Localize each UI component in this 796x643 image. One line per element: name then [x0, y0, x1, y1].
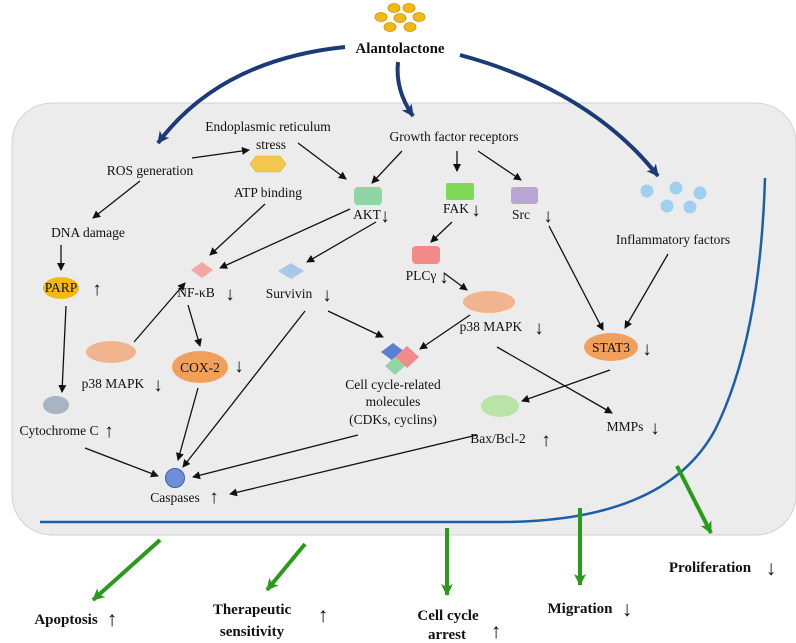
cell-cycle-molecules-icon	[381, 343, 419, 375]
outcome-cell-cycle-label-line2: arrest	[428, 627, 466, 643]
cell-cycle-molecules-label-line2: molecules	[366, 394, 421, 409]
drug-arrow-ros	[156, 45, 346, 145]
outcome-cell-cycle-up-arrow: ↑	[491, 619, 502, 643]
nfkb-down-arrow: ↓	[225, 284, 235, 305]
inflammatory-factors-icon	[640, 181, 707, 214]
p38-left-down-arrow: ↓	[153, 375, 163, 396]
cell-cycle-molecules-label-line3: (CDKs, cyclins)	[349, 412, 437, 427]
p38-right-down-arrow: ↓	[534, 318, 544, 339]
er-stress-label-line1: Endoplasmic reticulum	[205, 119, 331, 134]
mmps-label: MMPs	[607, 419, 644, 434]
bax-bcl2-icon	[481, 395, 519, 417]
nfkb-diamond-icon	[191, 262, 213, 278]
fak-icon	[446, 183, 474, 200]
caspases-up-arrow: ↑	[209, 487, 219, 508]
inflammatory-factors-label: Inflammatory factors	[616, 232, 730, 247]
plcg-down-arrow: ↓	[439, 267, 449, 288]
cytochrome-c-label: Cytochrome C	[19, 423, 98, 438]
p38-left-label: p38 MAPK	[82, 376, 145, 391]
survivin-down-arrow: ↓	[322, 285, 332, 306]
akt-down-arrow: ↓	[380, 206, 390, 227]
outcome-apoptosis-up-arrow: ↑	[107, 607, 118, 631]
outcome-apoptosis-label: Apoptosis	[34, 612, 98, 628]
plcg-icon	[412, 246, 440, 264]
cell-cycle-molecules-label-line1: Cell cycle-related	[345, 377, 441, 392]
outcome-migration-label: Migration	[548, 601, 614, 617]
cytochrome-c-up-arrow: ↑	[104, 421, 114, 442]
pathway-arrows	[57, 142, 669, 497]
caspases-icon	[165, 468, 185, 488]
stat3-label: STAT3	[592, 340, 630, 355]
alantolactone-molecule-icon	[374, 3, 426, 32]
survivin-diamond-icon	[278, 263, 304, 279]
stat3-icon	[584, 333, 638, 361]
nfkb-label: NF-κB	[177, 285, 215, 300]
alantolactone-label: Alantolactone	[355, 41, 445, 57]
akt-icon	[354, 187, 382, 205]
src-icon	[511, 187, 538, 204]
drug-arrow-inflammatory	[459, 53, 660, 178]
parp-icon	[43, 277, 79, 299]
outcome-cell-cycle-label-line1: Cell cycle	[417, 608, 479, 624]
src-down-arrow: ↓	[543, 206, 553, 227]
mmps-down-arrow: ↓	[650, 418, 660, 439]
er-stress-hexagon-icon	[249, 155, 287, 173]
outcome-proliferation-label: Proliferation	[669, 560, 752, 576]
plcg-label: PLCγ	[406, 268, 437, 283]
cox2-icon	[172, 351, 228, 383]
fak-label: FAK	[443, 201, 469, 216]
atp-binding-label: ATP binding	[234, 185, 302, 200]
fak-down-arrow: ↓	[471, 200, 481, 221]
p38-left-icon	[86, 341, 136, 363]
drug-arrow-growth-factor	[395, 61, 415, 118]
akt-label: AKT	[353, 207, 381, 222]
growth-factor-receptors-label: Growth factor receptors	[390, 129, 519, 144]
src-label: Src	[512, 207, 530, 222]
bax-bcl2-up-arrow: ↑	[541, 430, 551, 451]
dna-damage-label: DNA damage	[51, 225, 125, 240]
p38-right-label: p38 MAPK	[460, 319, 523, 334]
survivin-label: Survivin	[266, 286, 313, 301]
p38-right-icon	[463, 291, 515, 313]
outcome-proliferation-down-arrow: ↓	[766, 556, 777, 580]
outcome-therapeutic-label-line1: Therapeutic	[213, 602, 292, 618]
stat3-down-arrow: ↓	[642, 339, 652, 360]
er-stress-label-line2: stress	[256, 137, 286, 152]
caspases-label: Caspases	[150, 490, 200, 505]
parp-up-arrow: ↑	[92, 279, 102, 300]
cox2-label: COX-2	[180, 360, 220, 375]
outcome-migration-down-arrow: ↓	[622, 597, 633, 621]
outcome-arrows	[91, 465, 713, 602]
parp-label: PARP	[45, 280, 78, 295]
cytochrome-c-icon	[43, 396, 69, 414]
outcome-therapeutic-up-arrow: ↑	[318, 603, 329, 627]
ros-generation-label: ROS generation	[107, 163, 194, 178]
cox2-down-arrow: ↓	[234, 356, 244, 377]
outcome-therapeutic-label-line2: sensitivity	[220, 624, 285, 640]
bax-bcl2-label: Bax/Bcl-2	[470, 431, 526, 446]
